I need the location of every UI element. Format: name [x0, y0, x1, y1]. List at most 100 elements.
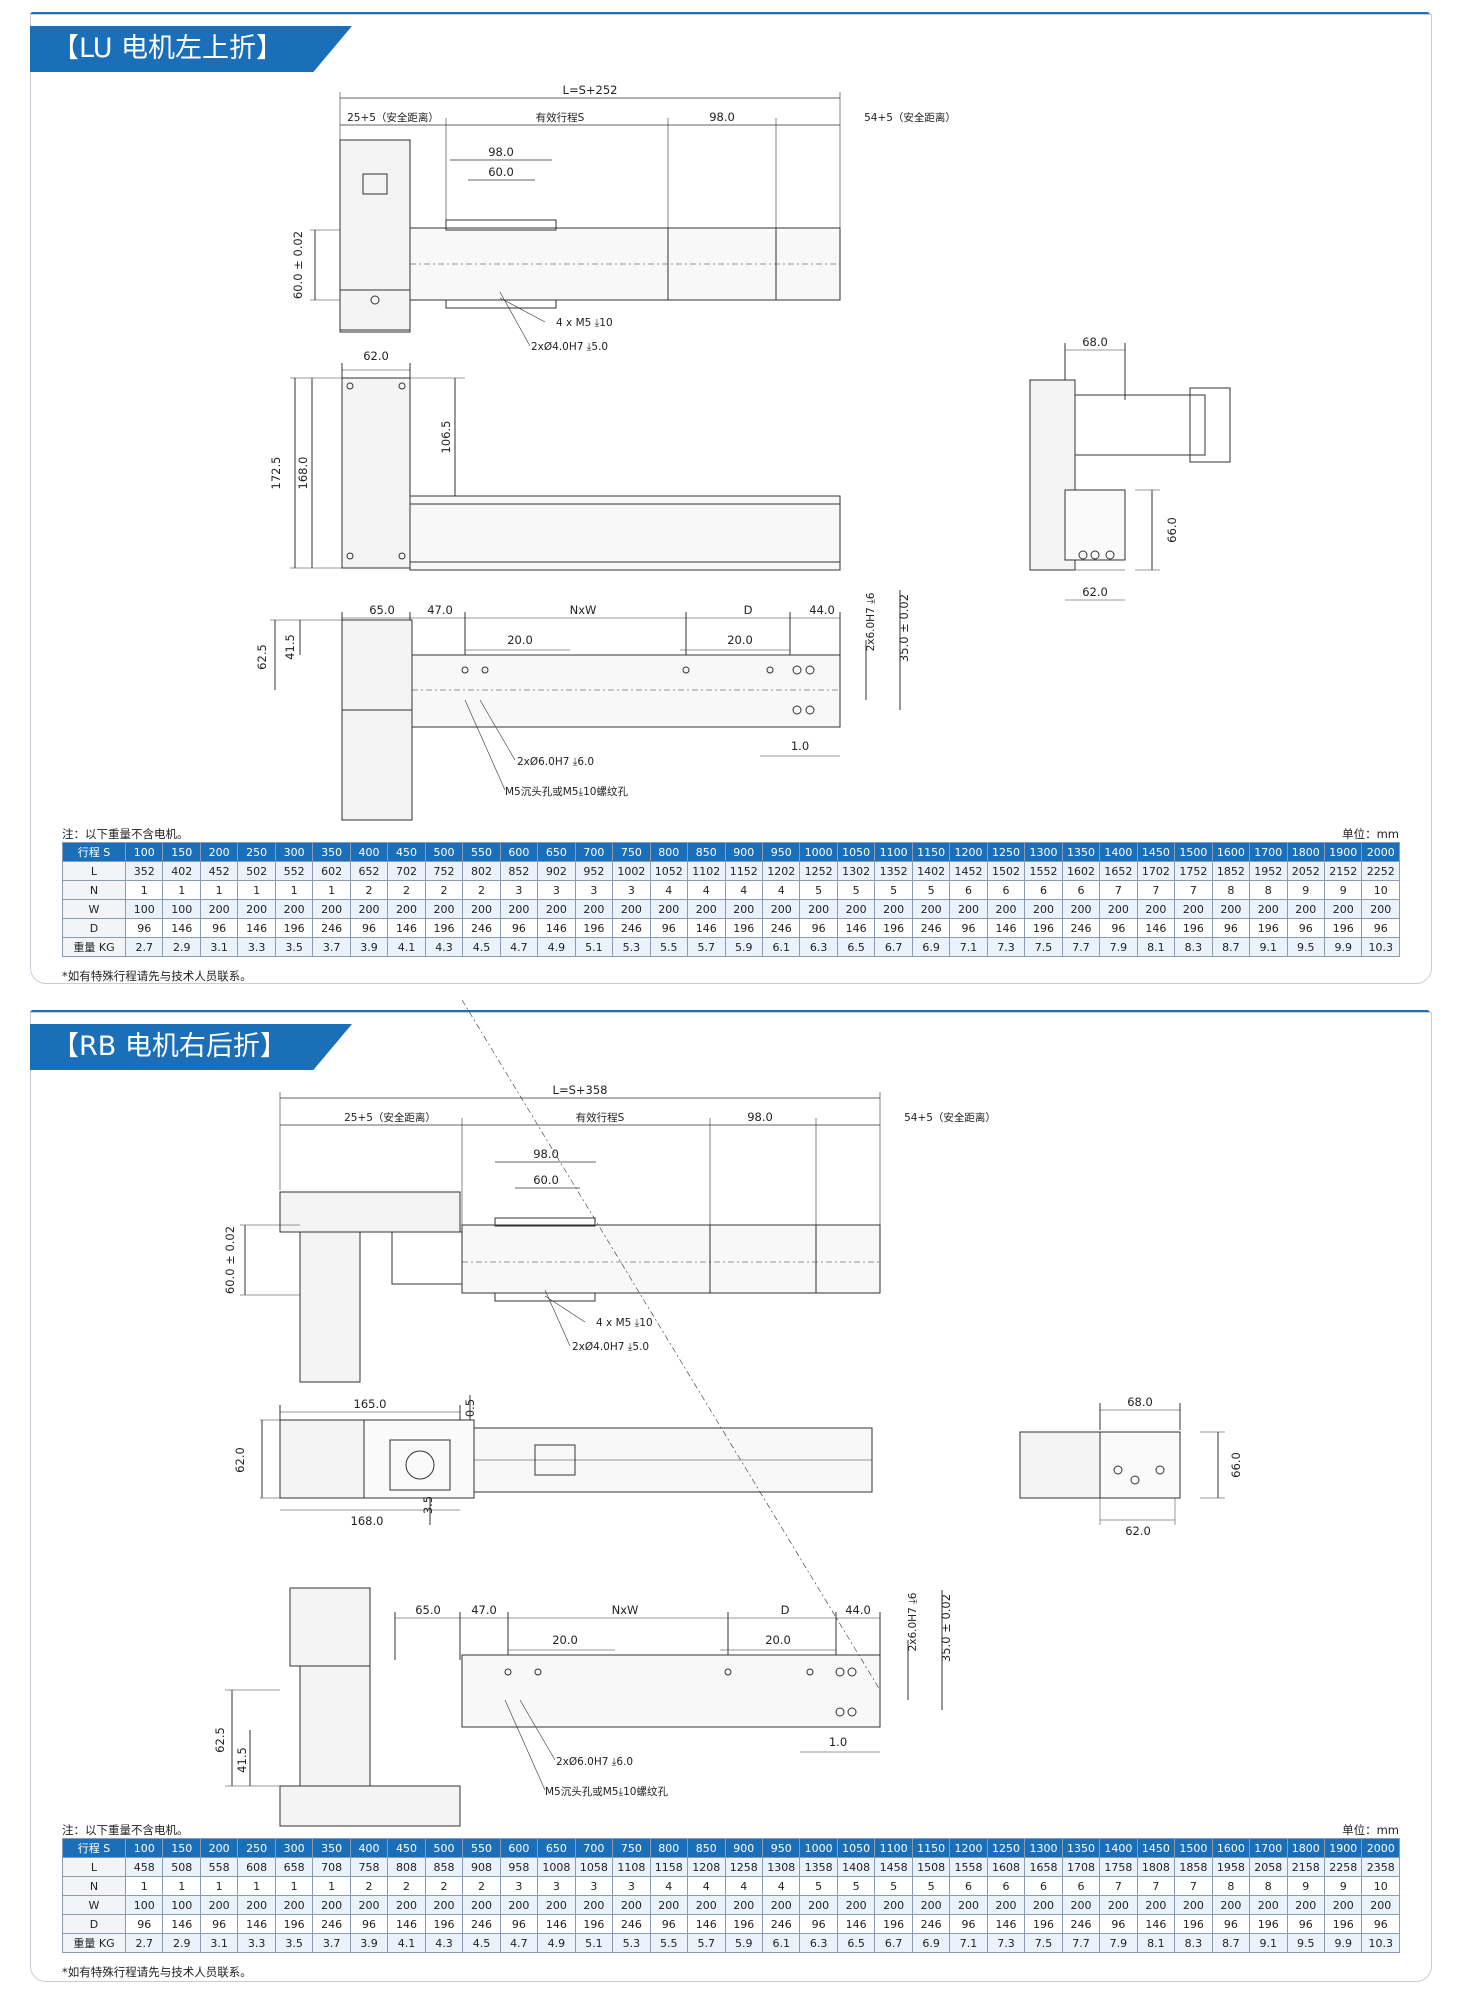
- table-cell: 200: [1323, 899, 1363, 919]
- table-cell: 9.9: [1323, 1933, 1363, 1953]
- table-cell: 246: [1061, 1914, 1101, 1934]
- table-cell: 200: [649, 899, 689, 919]
- table-cell: 200: [1323, 1895, 1363, 1915]
- table-cell: 2: [387, 1876, 426, 1896]
- table-cell: 96: [1361, 918, 1400, 938]
- table-cell: 6: [986, 1876, 1026, 1896]
- table-cell: 196: [1024, 1914, 1063, 1934]
- table-cell: 1: [274, 1876, 314, 1896]
- table-cell: 196: [724, 918, 763, 938]
- table-header-cell: 800: [649, 842, 689, 862]
- table-cell: 200: [1286, 899, 1326, 919]
- table-cell: 246: [462, 1914, 501, 1934]
- table-cell: 352: [124, 861, 164, 881]
- table-cell: 3.7: [312, 1933, 351, 1953]
- table-header-cell: 150: [162, 842, 201, 862]
- lu-bottom-35: 35.0 ± 0.02: [897, 594, 911, 662]
- rb-safety-right: 54+5（安全距离）: [904, 1111, 996, 1124]
- table-cell: 7.3: [986, 937, 1026, 957]
- table-cell: 200: [424, 1895, 464, 1915]
- table-cell: 1408: [836, 1857, 876, 1877]
- table-cell: 1302: [836, 861, 876, 881]
- table-cell: 146: [986, 918, 1026, 938]
- table-cell: 1658: [1024, 1857, 1063, 1877]
- table-cell: 1: [199, 1876, 239, 1896]
- table-header-cell: 100: [124, 842, 164, 862]
- table-cell: 552: [274, 861, 314, 881]
- table-cell: 9: [1323, 1876, 1363, 1896]
- table-cell: 200: [1249, 899, 1288, 919]
- table-header-cell: 1700: [1249, 842, 1288, 862]
- table-header-cell: 1500: [1174, 842, 1213, 862]
- table-cell: 246: [612, 918, 651, 938]
- table-cell: 146: [687, 1914, 726, 1934]
- table-cell: 146: [162, 918, 201, 938]
- lu-side-h: 66.0: [1165, 517, 1179, 543]
- table-cell: 7.7: [1061, 1933, 1101, 1953]
- table-cell: 200: [462, 899, 501, 919]
- table-cell: 200: [1099, 1895, 1138, 1915]
- table-cell: 1758: [1099, 1857, 1138, 1877]
- table-header-cell: 1000: [799, 1838, 838, 1858]
- table-header-cell: 1450: [1136, 1838, 1176, 1858]
- rb-bottom-20b: 20.0: [765, 1633, 791, 1647]
- table-header-cell: 300: [274, 1838, 314, 1858]
- lu-bottom-m5: M5沉头孔或M5⤓10螺纹孔: [505, 785, 628, 798]
- table-cell: 200: [537, 1895, 576, 1915]
- lu-note-right: 单位：mm: [1342, 827, 1399, 841]
- table-cell: 7: [1174, 880, 1213, 900]
- table-cell: 5.9: [724, 1933, 763, 1953]
- table-header-cell: 650: [537, 1838, 576, 1858]
- table-cell: 8.7: [1211, 937, 1251, 957]
- table-header-cell: 2000: [1361, 842, 1400, 862]
- table-cell: 200: [799, 1895, 838, 1915]
- table-cell: 5: [799, 880, 838, 900]
- table-cell: 200: [1024, 1895, 1063, 1915]
- table-header-cell: 1050: [836, 842, 876, 862]
- table-header-cell: 350: [312, 1838, 351, 1858]
- table-cell: 200: [349, 1895, 389, 1915]
- lu-bottom-nxw: NxW: [570, 603, 597, 617]
- table-cell: 146: [1136, 918, 1176, 938]
- table-header-cell: 900: [724, 1838, 763, 1858]
- section-lu-title: 【LU 电机左上折】: [30, 26, 352, 72]
- table-cell: 146: [537, 918, 576, 938]
- rb-bottom-44: 44.0: [845, 1603, 871, 1617]
- table-header-cell: 500: [424, 1838, 464, 1858]
- table-cell: 1402: [911, 861, 951, 881]
- table-cell: 1352: [874, 861, 913, 881]
- table-cell: 246: [761, 918, 801, 938]
- table-cell: 146: [387, 1914, 426, 1934]
- lu-bottom-d: D: [744, 603, 753, 617]
- lu-bottom-pinhole: 2x6.0H7 ⤓6: [865, 592, 877, 651]
- table-cell: 246: [462, 918, 501, 938]
- rb-bottom-65: 65.0: [415, 1603, 441, 1617]
- lu-motor-h2: 168.0: [296, 457, 310, 490]
- table-row-label: N: [62, 880, 126, 900]
- rb-bottom-pinhole: 2x6.0H7 ⤓6: [907, 1592, 919, 1651]
- table-cell: 1: [124, 880, 164, 900]
- table-cell: 3.9: [349, 937, 389, 957]
- table-cell: 4: [649, 880, 689, 900]
- table-cell: 196: [424, 1914, 464, 1934]
- rb-slider-len: 98.0: [747, 1110, 773, 1124]
- table-cell: 146: [162, 1914, 201, 1934]
- table-cell: 658: [274, 1857, 314, 1877]
- table-cell: 200: [761, 1895, 801, 1915]
- rb-drawing: L=S+358 25+5（安全距离） 有效行程S 98.0 54+5（安全距离）…: [213, 1000, 1243, 1827]
- rb-note-right: 单位：mm: [1342, 1823, 1399, 1837]
- table-header-cell: 350: [312, 842, 351, 862]
- table-cell: 200: [574, 1895, 614, 1915]
- table-cell: 96: [799, 918, 838, 938]
- table-cell: 1808: [1136, 1857, 1176, 1877]
- table-cell: 6: [1024, 880, 1063, 900]
- rb-height: 60.0 ± 0.02: [223, 1226, 237, 1294]
- table-cell: 8.1: [1136, 937, 1176, 957]
- table-cell: 246: [312, 918, 351, 938]
- table-cell: 2: [424, 880, 464, 900]
- table-header-cell: 1800: [1286, 1838, 1326, 1858]
- table-header-cell: 700: [574, 842, 614, 862]
- table-cell: 200: [574, 899, 614, 919]
